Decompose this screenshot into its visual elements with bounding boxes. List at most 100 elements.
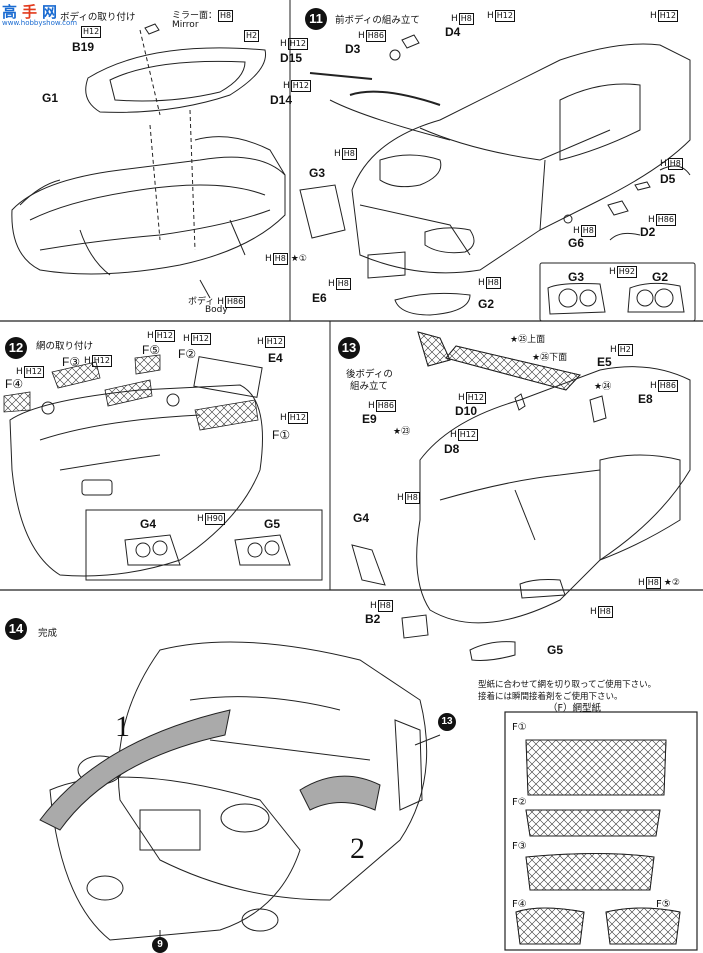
- arrow-2-label: 2: [350, 832, 365, 865]
- svg-text:手: 手: [22, 3, 37, 21]
- ref-step13-badge: 13: [438, 713, 456, 731]
- step14-title: 完成: [38, 628, 58, 639]
- mirror-note-text: ミラー面：: [172, 11, 218, 21]
- g2-box-text: H8: [485, 277, 501, 289]
- f1-box-text: H12: [287, 412, 308, 424]
- step14-number: 14: [5, 618, 27, 640]
- star23-group: ★㉓: [393, 427, 411, 437]
- watermark-site: www.hobbyshow.com: [2, 19, 78, 27]
- mesh-f1-label: F①: [512, 722, 527, 733]
- b19-box-text: H12: [81, 26, 102, 38]
- part-g2: G2: [478, 297, 495, 311]
- mesh-f2-label: F②: [512, 797, 527, 808]
- inset-g4: G4: [140, 517, 157, 531]
- star26-num: ㉖: [540, 353, 550, 363]
- part-d15: D15: [280, 51, 303, 65]
- svg-text:网: 网: [42, 3, 57, 21]
- mesh-f5-label: F⑤: [656, 899, 671, 910]
- part-d10: D10: [455, 404, 478, 418]
- star24-num: ㉔: [602, 382, 612, 392]
- part-d3: D3: [345, 42, 361, 56]
- part-d5: D5: [660, 172, 676, 186]
- star25-note: 上面: [527, 335, 546, 345]
- star2-num: ②: [671, 578, 680, 588]
- part-b19: B19: [72, 40, 95, 54]
- mirror-color-box: H8: [218, 10, 234, 22]
- e6-box-text: H8: [335, 278, 351, 290]
- top-box-text: H12: [494, 10, 515, 22]
- e8-box-text: H86: [657, 380, 678, 392]
- d14-box-text: H12: [290, 80, 311, 92]
- part-b2: B2: [365, 612, 381, 626]
- part-f3: F③: [62, 355, 81, 369]
- step13-title-line2: 組み立て: [350, 381, 389, 392]
- d15-box-text: H12: [287, 38, 308, 50]
- step13-number: 13: [338, 337, 360, 359]
- part-e5: E5: [597, 355, 612, 369]
- part-f5: F⑤: [142, 343, 161, 357]
- part-e4: E4: [268, 351, 283, 365]
- g1-color-box: H2: [243, 30, 260, 42]
- part-f1: F①: [272, 428, 291, 442]
- h8-box-text: H8: [404, 492, 420, 504]
- part-d8: D8: [444, 442, 460, 456]
- b2-box-text: H8: [377, 600, 393, 612]
- star25-num: ㉕: [518, 335, 528, 345]
- part-f4: F④: [5, 377, 24, 391]
- part-e9: E9: [362, 412, 377, 426]
- step13-title-line1: 後ボディの: [346, 369, 393, 380]
- part-e6: E6: [312, 291, 327, 305]
- f3-box-text: H12: [91, 355, 112, 367]
- mirror-en-label: Mirror: [172, 20, 199, 30]
- step12-title: 網の取り付け: [36, 341, 94, 352]
- g1-box-text: H2: [244, 30, 260, 42]
- mesh-note-2: 接着には瞬間接着剤をご使用下さい。: [478, 692, 623, 702]
- step12-number: 12: [5, 337, 27, 359]
- part-d4: D4: [445, 25, 461, 39]
- part-d14: D14: [270, 93, 293, 107]
- star1-num: ①: [298, 254, 307, 264]
- body-note-text: ボディ: [188, 297, 215, 307]
- watermark-logo: 高 手 网 www.hobbyshow.com: [0, 0, 78, 30]
- step11-number: 11: [305, 8, 327, 30]
- inset-box-text: H92: [616, 266, 637, 278]
- part-g5: G5: [547, 643, 564, 657]
- part-g3: G3: [309, 166, 326, 180]
- star1-box-text: H8: [272, 253, 288, 265]
- inset-g5: G5: [264, 517, 281, 531]
- body-en-label: Body: [205, 305, 228, 315]
- g3-box-text: H8: [341, 148, 357, 160]
- g6-box-text: H8: [580, 225, 596, 237]
- f5-box-text: H12: [154, 330, 175, 342]
- step10-title: ボディの取り付け: [60, 12, 136, 23]
- part-g6: G6: [568, 236, 585, 250]
- star24-group: ★㉔: [594, 382, 612, 392]
- e9-box-text: H86: [375, 400, 396, 412]
- e5-box-text: H2: [617, 344, 633, 356]
